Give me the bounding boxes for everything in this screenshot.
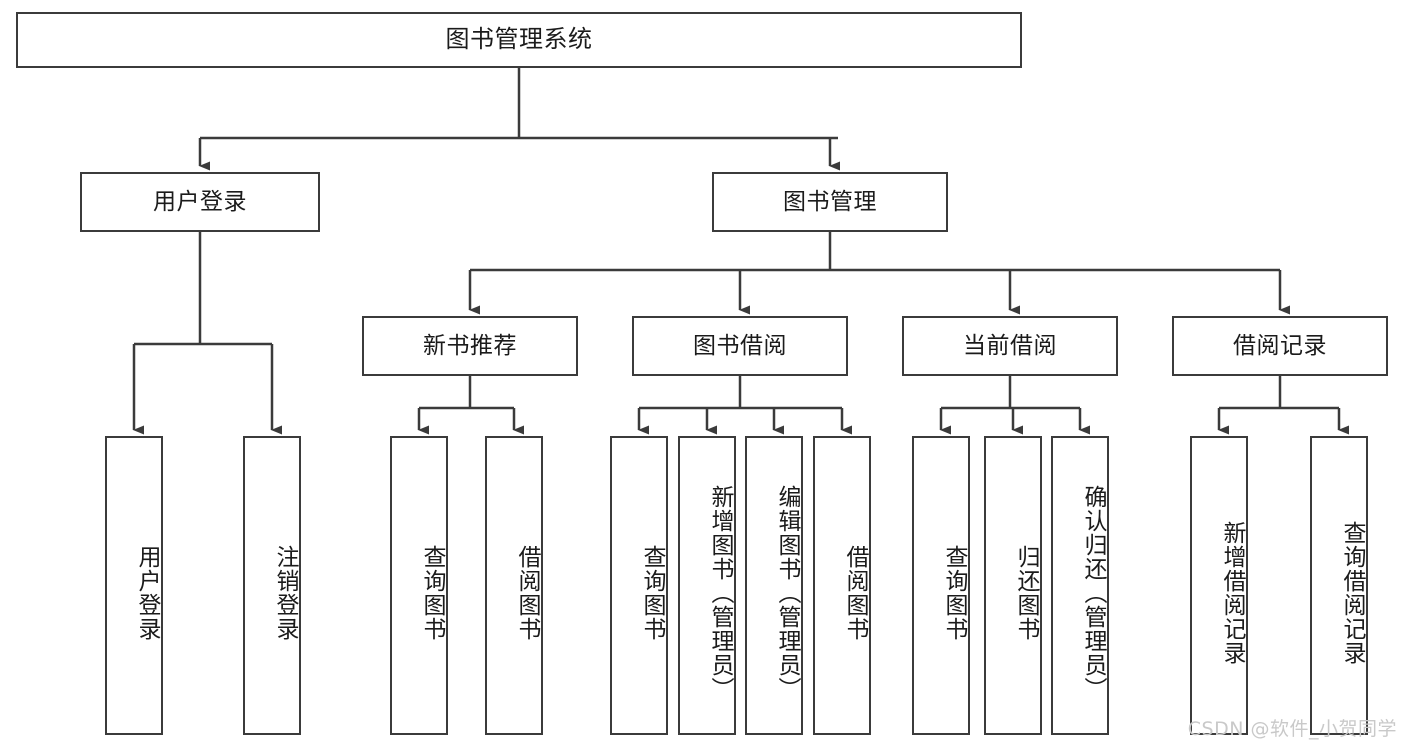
node-label: 查询图书 xyxy=(419,544,445,641)
node-label: 新书推荐 xyxy=(423,332,517,359)
node-root-system[interactable]: 图书管理系统 xyxy=(16,12,1022,68)
leaf-query-book-current[interactable]: 查询图书 xyxy=(912,436,970,735)
leaf-borrow-book[interactable]: 借阅图书 xyxy=(813,436,871,735)
node-label: 图书管理系统 xyxy=(445,25,593,54)
leaf-logout[interactable]: 注销登录 xyxy=(243,436,301,735)
node-label: 查询图书 xyxy=(941,544,967,641)
node-new-book-recommend[interactable]: 新书推荐 xyxy=(362,316,578,376)
leaf-query-book-recommend[interactable]: 查询图书 xyxy=(390,436,448,735)
node-label: 图书借阅 xyxy=(693,332,787,359)
node-current-borrow[interactable]: 当前借阅 xyxy=(902,316,1118,376)
leaf-confirm-return-admin[interactable]: 确认归还（管理员） xyxy=(1051,436,1109,735)
node-label: 用户登录 xyxy=(134,544,160,641)
node-label: 查询图书 xyxy=(639,544,665,641)
node-borrow-record[interactable]: 借阅记录 xyxy=(1172,316,1388,376)
leaf-return-book[interactable]: 归还图书 xyxy=(984,436,1042,735)
leaf-add-book-admin[interactable]: 新增图书（管理员） xyxy=(678,436,736,735)
leaf-user-login[interactable]: 用户登录 xyxy=(105,436,163,735)
node-label: 查询借阅记录 xyxy=(1339,520,1365,665)
node-label: 新增借阅记录 xyxy=(1219,520,1245,665)
node-label: 注销登录 xyxy=(272,544,298,641)
leaf-add-borrow-record[interactable]: 新增借阅记录 xyxy=(1190,436,1248,735)
node-label: 借阅记录 xyxy=(1233,332,1327,359)
node-label: 当前借阅 xyxy=(963,332,1057,359)
leaf-edit-book-admin[interactable]: 编辑图书（管理员） xyxy=(745,436,803,735)
node-label: 确认归还（管理员） xyxy=(1080,484,1106,701)
node-user-login[interactable]: 用户登录 xyxy=(80,172,320,232)
node-book-borrow[interactable]: 图书借阅 xyxy=(632,316,848,376)
node-label: 编辑图书（管理员） xyxy=(774,484,800,701)
node-label: 借阅图书 xyxy=(514,544,540,641)
node-book-management[interactable]: 图书管理 xyxy=(712,172,948,232)
node-label: 归还图书 xyxy=(1013,544,1039,641)
leaf-query-book-borrow[interactable]: 查询图书 xyxy=(610,436,668,735)
node-label: 用户登录 xyxy=(153,188,247,215)
leaf-borrow-book-recommend[interactable]: 借阅图书 xyxy=(485,436,543,735)
watermark: CSDN @软件_小贺同学 xyxy=(1187,718,1397,740)
node-label: 新增图书（管理员） xyxy=(707,484,733,701)
leaf-query-borrow-record[interactable]: 查询借阅记录 xyxy=(1310,436,1368,735)
node-label: 借阅图书 xyxy=(842,544,868,641)
node-label: 图书管理 xyxy=(783,188,877,215)
